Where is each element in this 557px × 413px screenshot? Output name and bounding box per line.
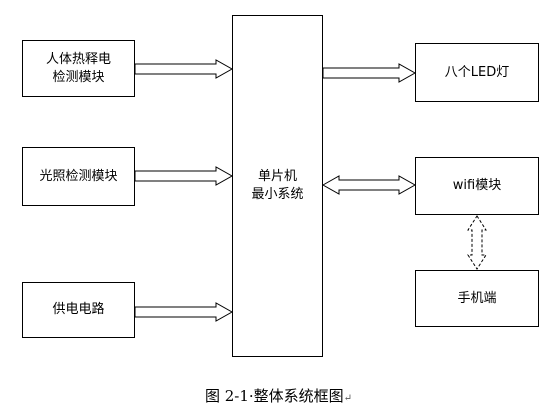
- figure-caption: 图 2-1·整体系统框图↵: [0, 386, 557, 409]
- mcu-label-line1: 单片机: [257, 169, 297, 184]
- paragraph-mark-icon: ↵: [343, 393, 353, 404]
- phone-client-box: 手机端: [415, 270, 539, 327]
- wifi-module-box: wifi模块: [415, 157, 539, 215]
- arrow-mcu-wifi-bidirectional: [321, 175, 417, 195]
- power-circuit-box: 供电电路: [22, 282, 135, 338]
- mcu-minimum-system-box: 单片机 最小系统: [232, 15, 323, 357]
- arrow-power-to-mcu: [134, 302, 234, 322]
- arrow-wifi-phone-dashed: [467, 215, 487, 270]
- mcu-label-line2: 最小系统: [251, 187, 304, 202]
- arrow-pir-to-mcu: [134, 59, 234, 79]
- phone-label: 手机端: [457, 290, 497, 306]
- pir-label-line2: 检测模块: [52, 69, 105, 85]
- wifi-label: wifi模块: [452, 178, 502, 193]
- led-label: 八个LED灯: [444, 64, 510, 80]
- pir-label-line1: 人体热释电: [45, 51, 111, 67]
- light-detection-module-box: 光照检测模块: [22, 147, 135, 206]
- pir-detection-module-box: 人体热释电 检测模块: [22, 40, 135, 97]
- led-lights-box: 八个LED灯: [415, 43, 539, 102]
- caption-text: 图 2-1·整体系统框图: [204, 387, 344, 405]
- arrow-mcu-to-led: [322, 63, 417, 83]
- light-label: 光照检测模块: [39, 168, 118, 184]
- power-label: 供电电路: [52, 302, 105, 317]
- arrow-light-to-mcu: [134, 166, 234, 186]
